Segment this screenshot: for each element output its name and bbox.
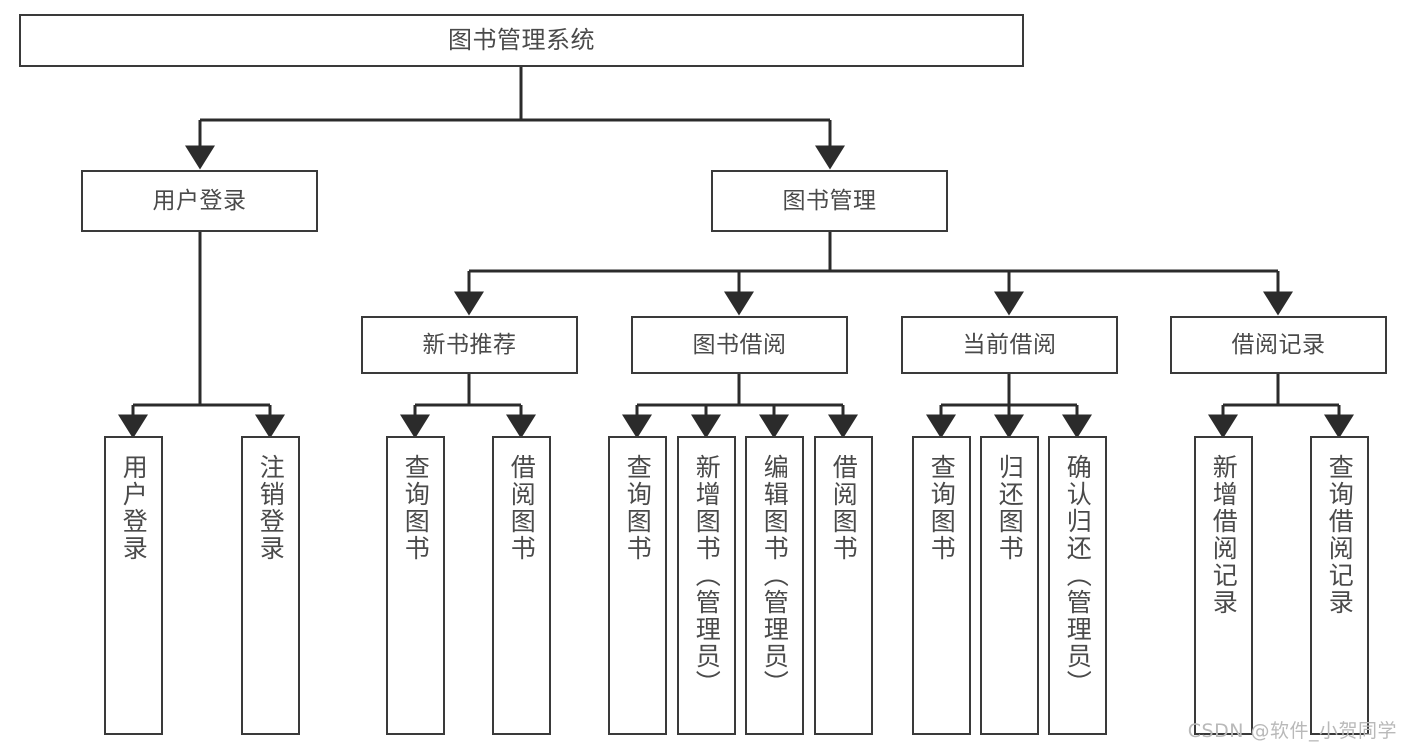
node-leaf-query-record[interactable]: 查询借阅记录 — [1310, 436, 1369, 735]
node-leaf-confirm-return[interactable]: 确认归还（管理员） — [1048, 436, 1107, 735]
node-leaf-user-login[interactable]: 用户登录 — [104, 436, 163, 735]
node-label: 借阅图书 — [507, 454, 537, 562]
node-label: 查询图书 — [623, 454, 653, 562]
node-borrow-record[interactable]: 借阅记录 — [1170, 316, 1387, 374]
node-label: 查询图书 — [401, 454, 431, 562]
node-user-login[interactable]: 用户登录 — [81, 170, 318, 232]
node-leaf-edit-book[interactable]: 编辑图书（管理员） — [745, 436, 804, 735]
node-leaf-query-book-2[interactable]: 查询图书 — [608, 436, 667, 735]
node-label: 查询借阅记录 — [1325, 454, 1355, 616]
node-current-borrow[interactable]: 当前借阅 — [901, 316, 1118, 374]
node-label: 图书管理 — [782, 187, 877, 214]
node-leaf-add-record[interactable]: 新增借阅记录 — [1194, 436, 1253, 735]
node-label: 注销登录 — [256, 454, 286, 562]
node-label: 归还图书 — [995, 454, 1025, 562]
node-book-management[interactable]: 图书管理 — [711, 170, 948, 232]
node-label: 确认归还（管理员） — [1063, 454, 1093, 697]
node-label: 新增图书（管理员） — [692, 454, 722, 697]
node-label: 借阅记录 — [1231, 331, 1326, 358]
node-label: 查询图书 — [927, 454, 957, 562]
node-root-system[interactable]: 图书管理系统 — [19, 14, 1024, 67]
watermark-text: CSDN @软件_小贺同学 — [1187, 720, 1397, 742]
node-label: 当前借阅 — [962, 331, 1057, 358]
node-new-book-recommend[interactable]: 新书推荐 — [361, 316, 578, 374]
node-label: 新书推荐 — [422, 331, 517, 358]
node-leaf-add-book[interactable]: 新增图书（管理员） — [677, 436, 736, 735]
node-label: 新增借阅记录 — [1209, 454, 1239, 616]
node-label: 用户登录 — [119, 454, 149, 562]
node-leaf-return-book[interactable]: 归还图书 — [980, 436, 1039, 735]
node-leaf-borrow-book-1[interactable]: 借阅图书 — [492, 436, 551, 735]
node-leaf-query-book-3[interactable]: 查询图书 — [912, 436, 971, 735]
node-label: 图书借阅 — [692, 331, 787, 358]
node-label: 图书管理系统 — [448, 25, 595, 54]
node-label: 借阅图书 — [829, 454, 859, 562]
node-label: 编辑图书（管理员） — [760, 454, 790, 697]
node-book-borrow[interactable]: 图书借阅 — [631, 316, 848, 374]
node-label: 用户登录 — [152, 187, 247, 214]
node-leaf-borrow-book-2[interactable]: 借阅图书 — [814, 436, 873, 735]
node-leaf-query-book-1[interactable]: 查询图书 — [386, 436, 445, 735]
node-leaf-logout-login[interactable]: 注销登录 — [241, 436, 300, 735]
